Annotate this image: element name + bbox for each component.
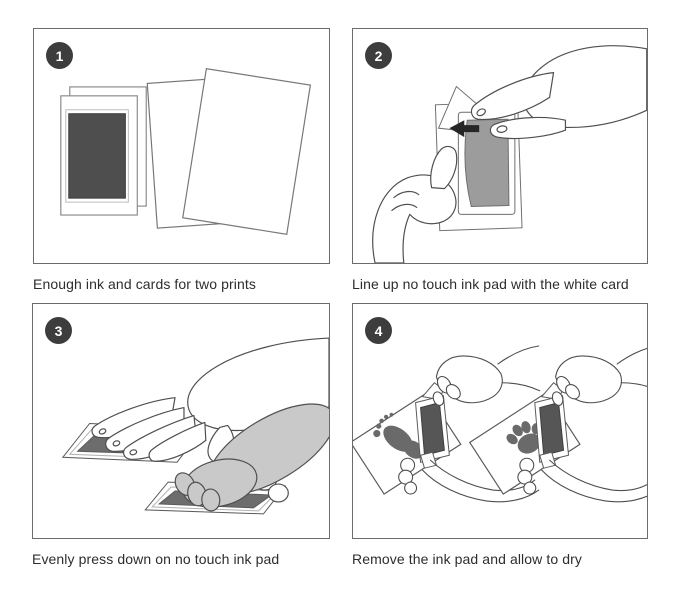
pet-paw-icon xyxy=(174,403,329,512)
footprint-scene xyxy=(353,345,541,503)
step-4-badge: 4 xyxy=(365,317,392,344)
step-4: 4 xyxy=(352,303,648,567)
step-4-panel: 4 xyxy=(352,303,648,539)
step-3: 3 xyxy=(32,303,330,567)
step-3-badge: 3 xyxy=(45,317,72,344)
top-hand-icon xyxy=(470,45,647,140)
footprint-icon xyxy=(373,412,424,459)
step-1-panel: 1 xyxy=(33,28,330,264)
step-3-illustration xyxy=(61,337,329,515)
lifted-ink-pad-icon xyxy=(415,382,450,469)
step-3-panel: 3 xyxy=(32,303,330,539)
step-1: 1 Enough ink and cards for two prints xyxy=(33,28,330,292)
step-1-number: 1 xyxy=(55,47,64,64)
step-1-illustration xyxy=(60,67,312,235)
step-3-caption: Evenly press down on no touch ink pad xyxy=(32,551,280,567)
white-cards-icon xyxy=(146,67,312,235)
step-2-panel: 2 xyxy=(352,28,648,264)
step-1-caption: Enough ink and cards for two prints xyxy=(33,276,256,292)
step-2-badge: 2 xyxy=(365,42,392,69)
step-2-caption: Line up no touch ink pad with the white … xyxy=(352,276,629,292)
bottom-hand-icon xyxy=(372,145,458,263)
paw-print-icon xyxy=(506,421,541,454)
ink-pad-icon xyxy=(68,113,126,199)
step-4-number: 4 xyxy=(374,322,383,339)
ink-pad-icon xyxy=(464,118,510,207)
step-1-badge: 1 xyxy=(46,42,73,69)
step-4-illustration xyxy=(353,345,647,503)
step-4-caption: Remove the ink pad and allow to dry xyxy=(352,551,582,567)
paw-print-scene xyxy=(469,345,647,503)
step-2: 2 xyxy=(352,28,648,292)
lifted-ink-pad-icon xyxy=(534,382,570,469)
step-3-number: 3 xyxy=(54,322,63,339)
left-arrow-icon xyxy=(449,120,480,138)
step-2-number: 2 xyxy=(374,47,383,64)
step-2-illustration xyxy=(372,45,647,263)
